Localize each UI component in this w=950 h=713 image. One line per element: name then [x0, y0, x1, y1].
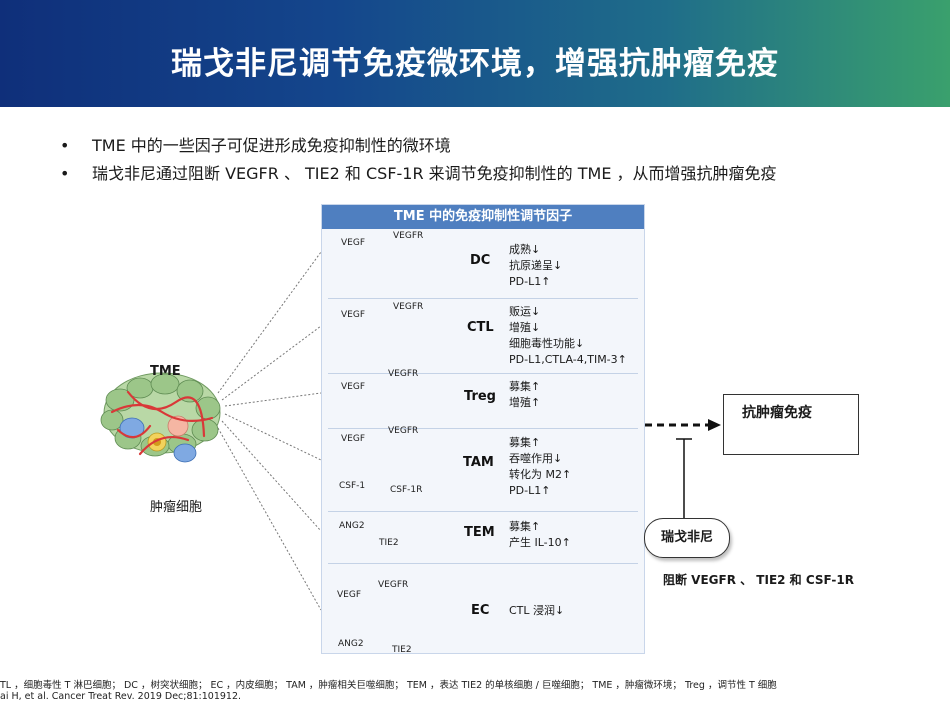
effects-list-ctl: 贩运↓ 增殖↓ 细胞毒性功能↓ PD-L1,CTLA-4,TIM-3↑: [509, 305, 627, 366]
antitumor-immunity-box: 抗肿瘤免疫: [723, 394, 859, 455]
regorafenib-badge: 瑞戈非尼: [644, 518, 730, 558]
row-divider: [328, 511, 638, 512]
tie2-label: TIE2: [379, 538, 399, 548]
blocking-note: 阻断 VEGFR 、 TIE2 和 CSF-1R: [663, 573, 854, 587]
panel-title: TME 中的免疫抑制性调节因子: [322, 205, 644, 229]
csf1r-label: CSF-1R: [390, 485, 423, 495]
bullet-item: TME 中的一些因子可促进形成免疫抑制性的微环境: [60, 132, 777, 160]
row-divider: [328, 373, 638, 374]
cell-name-tem: TEM: [464, 525, 495, 540]
vegfr-label: VEGFR: [393, 302, 424, 312]
tme-cluster-icon: [100, 372, 221, 463]
footnote-abbreviations: TL ，细胞毒性 T 淋巴细胞； DC ，树突状细胞； EC ，内皮细胞； TA…: [0, 680, 777, 691]
tumor-cell-label: 肿瘤细胞: [150, 500, 203, 515]
cell-name-treg: Treg: [464, 389, 496, 404]
vegfr-label: VEGFR: [388, 426, 419, 436]
cell-name-tam: TAM: [463, 455, 494, 470]
title-banner: 瑞戈非尼调节免疫微环境，增强抗肿瘤免疫: [0, 0, 950, 107]
ang2-label: ANG2: [339, 521, 365, 531]
effects-list-ec: CTL 浸润↓: [509, 604, 565, 617]
vegf-label: VEGF: [341, 382, 365, 392]
tie2-label: TIE2: [392, 645, 412, 655]
csf1-label: CSF-1: [339, 481, 366, 491]
vegfr-label: VEGFR: [378, 580, 409, 590]
row-divider: [328, 563, 638, 564]
effects-list-tem: 募集↑ 产生 IL-10↑: [509, 520, 571, 549]
dashed-arrow: [645, 419, 721, 431]
bullet-item: 瑞戈非尼通过阻断 VEGFR 、 TIE2 和 CSF-1R 来调节免疫抑制性的…: [60, 160, 777, 188]
page-title: 瑞戈非尼调节免疫微环境，增强抗肿瘤免疫: [171, 46, 779, 82]
effects-list-dc: 成熟↓ 抗原递呈↓ PD-L1↑: [509, 243, 563, 288]
outcome-label: 抗肿瘤免疫: [742, 405, 812, 421]
row-divider: [328, 298, 638, 299]
row-divider: [328, 428, 638, 429]
bullet-list: TME 中的一些因子可促进形成免疫抑制性的微环境 瑞戈非尼通过阻断 VEGFR …: [60, 132, 777, 188]
vegfr-label: VEGFR: [393, 231, 424, 241]
vegf-label: VEGF: [337, 590, 361, 600]
inhibition-line: [676, 438, 692, 518]
tme-label: TME: [150, 364, 181, 379]
effects-list-treg: 募集↑ 增殖↑: [509, 380, 541, 409]
footnote-reference: ai H, et al. Cancer Treat Rev. 2019 Dec;…: [0, 691, 242, 702]
effects-list-tam: 募集↑ 吞噬作用↓ 转化为 M2↑ PD-L1↑: [509, 436, 572, 497]
vegf-label: VEGF: [341, 434, 365, 444]
cell-name-dc: DC: [470, 253, 491, 268]
ang2-label: ANG2: [338, 639, 364, 649]
immunosuppressive-factors-panel: TME 中的免疫抑制性调节因子 VEGF VEGFR VEGF VEGFR VE…: [321, 204, 645, 655]
vegf-label: VEGF: [341, 238, 365, 248]
vegfr-label: VEGFR: [388, 369, 419, 379]
vegf-label: VEGF: [341, 310, 365, 320]
dotted-connectors: [217, 251, 322, 611]
cell-name-ec: EC: [471, 603, 490, 618]
cell-name-ctl: CTL: [467, 320, 494, 335]
